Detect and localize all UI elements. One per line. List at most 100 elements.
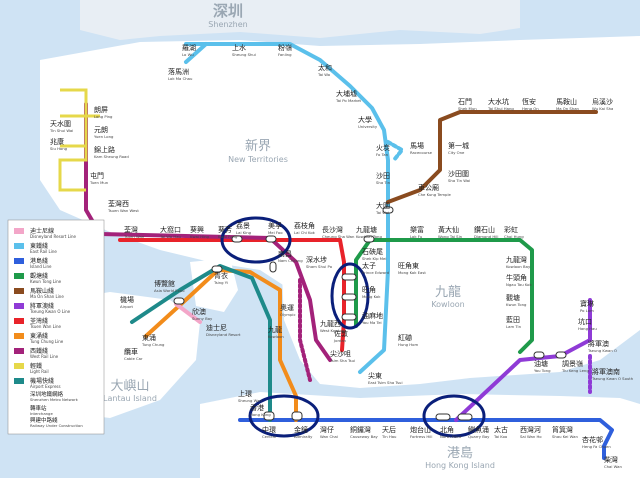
legend-line-zh: 東鐵綫	[30, 242, 48, 250]
legend-line-zh: 輕鐵	[30, 362, 42, 370]
station-label-en: Shek Kip Mei	[362, 256, 386, 261]
station-label-en: Po Lam	[580, 308, 594, 313]
station-label-en: Sha Tin Wai	[448, 178, 470, 183]
station-label-en: Tai Wo	[317, 72, 331, 77]
legend-swatch	[14, 303, 24, 309]
interchange-central	[263, 411, 275, 421]
interchange-admiralty	[291, 411, 303, 421]
station-label-zh: 石門	[458, 98, 472, 106]
interchange-mong-kok	[341, 293, 357, 301]
west-rail-line	[84, 102, 332, 362]
region-lantau-zh: 大嶼山	[110, 379, 149, 394]
station-label-zh: 西灣河	[520, 425, 541, 434]
station-label-zh: 寶琳	[580, 299, 594, 308]
station-label-en: Sha Tin	[376, 180, 391, 185]
legend-note-en: Interchange	[30, 411, 53, 416]
region-nt-zh: 新界	[245, 138, 271, 154]
station-label-zh: 迪士尼	[206, 323, 227, 332]
legend-line-zh: 迪士尼線	[30, 227, 54, 235]
station-label-zh: 馬鞍山	[556, 97, 577, 106]
highlight-lai-king	[220, 216, 292, 264]
station-label-zh: 九龍塘	[356, 225, 377, 234]
station-label-zh: 博覽館	[154, 279, 175, 288]
interchange-kowloon-tong	[363, 235, 375, 243]
legend-line-zh: 觀塘綫	[30, 272, 48, 280]
station-label-zh: 彩虹	[504, 225, 518, 234]
station-label-zh: 北角	[440, 425, 454, 434]
legend-box	[7, 219, 105, 435]
station-label-zh: 羅湖	[182, 43, 196, 52]
station-label-zh: 上環	[238, 389, 252, 398]
station-label-zh: 粉嶺	[278, 43, 292, 52]
station-label-en: University	[358, 124, 378, 129]
station-label-zh: 荔枝角	[294, 221, 315, 230]
station-label-en: Tsuen Wan	[123, 234, 145, 239]
station-label-en: Sunny Bay	[192, 316, 213, 321]
station-label-en: West Kowloon	[320, 328, 347, 333]
region-lantau-en: Lantau Island	[103, 394, 157, 403]
station-label-zh: 烏溪沙	[592, 97, 613, 106]
station-label-zh: 荃灣西	[108, 199, 129, 208]
station-label-en: Tiu Keng Leng	[561, 368, 589, 373]
station-label-zh: 旺角	[362, 285, 376, 294]
station-label-en: Lam Tin	[506, 324, 522, 329]
station-label-zh: 香港	[250, 403, 264, 412]
region-kowloon-en: Kowloon	[431, 300, 464, 309]
station-label-zh: 落馬洲	[168, 67, 189, 76]
station-label-zh: 石硤尾	[362, 247, 383, 256]
legend-swatch	[14, 363, 24, 369]
legend-line-en: West Rail Line	[30, 354, 59, 359]
light-rail	[58, 88, 100, 192]
region-kowloon-zh: 九龍	[435, 284, 461, 300]
station-label-en: Tuen Mun	[89, 180, 109, 185]
interchange-quarry-bay	[457, 413, 473, 421]
station-label-en: Prince Edward	[362, 270, 390, 275]
station-label-en: Wong Tai Sin	[438, 234, 463, 239]
station-label-en: Admiralty	[294, 434, 313, 439]
station-label-en: Sheung Wan	[238, 398, 262, 403]
station-label-zh: 柴灣	[604, 455, 618, 464]
shenzhen-land	[80, 0, 520, 40]
station-label-zh: 將軍澳	[588, 339, 609, 348]
station-label-zh: 調景嶺	[562, 359, 583, 368]
legend-line-en: Disneyland Resort Line	[30, 234, 76, 239]
station-label-en: Fanling	[278, 52, 292, 57]
station-label-zh: 南昌	[278, 249, 292, 258]
station-label-zh: 筲箕灣	[552, 425, 573, 434]
station-label-zh: 觀塘	[506, 293, 520, 302]
station-label-en: Chai Wan	[604, 464, 622, 469]
station-label-en: Kwai Hing	[190, 234, 210, 239]
interchange-tai-wai	[382, 206, 394, 214]
station-label-zh: 大學	[358, 115, 372, 124]
station-label-en: Racecourse	[410, 150, 433, 155]
station-label-zh: 鰂魚涌	[468, 425, 489, 434]
legend-swatch	[14, 333, 24, 339]
station-label-zh: 尖沙咀	[330, 349, 351, 358]
station-label-zh: 美孚	[268, 221, 282, 230]
station-label-en: Lai Chi Kok	[294, 230, 316, 235]
station-label-zh: 欣澳	[192, 307, 206, 316]
station-label-en: Tung Chung	[141, 342, 165, 347]
interchange-sunny-bay	[173, 297, 185, 305]
station-label-zh: 朗屏	[94, 105, 108, 114]
east-rail-branch-lmc	[184, 42, 208, 64]
station-label-zh: 天水圍	[50, 119, 71, 128]
station-label-en: Tai Wai	[375, 210, 389, 215]
legend-note-en: Shenzhen Metro Network	[30, 397, 79, 402]
station-label-en: City One	[448, 150, 465, 155]
station-label-zh: 樂富	[410, 225, 424, 234]
legend-line-en: East Rail Line	[30, 249, 57, 254]
station-label-zh: 第一城	[448, 141, 469, 150]
legend-swatch	[14, 273, 24, 279]
station-label-en: Mei Foo	[268, 230, 283, 235]
station-label-zh: 荃灣	[124, 225, 138, 234]
station-label-zh: 青衣	[214, 271, 228, 280]
station-label-zh: 太和	[318, 63, 332, 72]
station-label-en: Mong Kok East	[398, 270, 426, 275]
station-label-en: Quarry Bay	[468, 434, 490, 439]
station-label-zh: 葵興	[190, 225, 204, 234]
station-label-zh: 兆康	[50, 137, 64, 146]
interchange-tsing-yi	[211, 265, 223, 273]
interchange-lai-king	[231, 235, 243, 243]
